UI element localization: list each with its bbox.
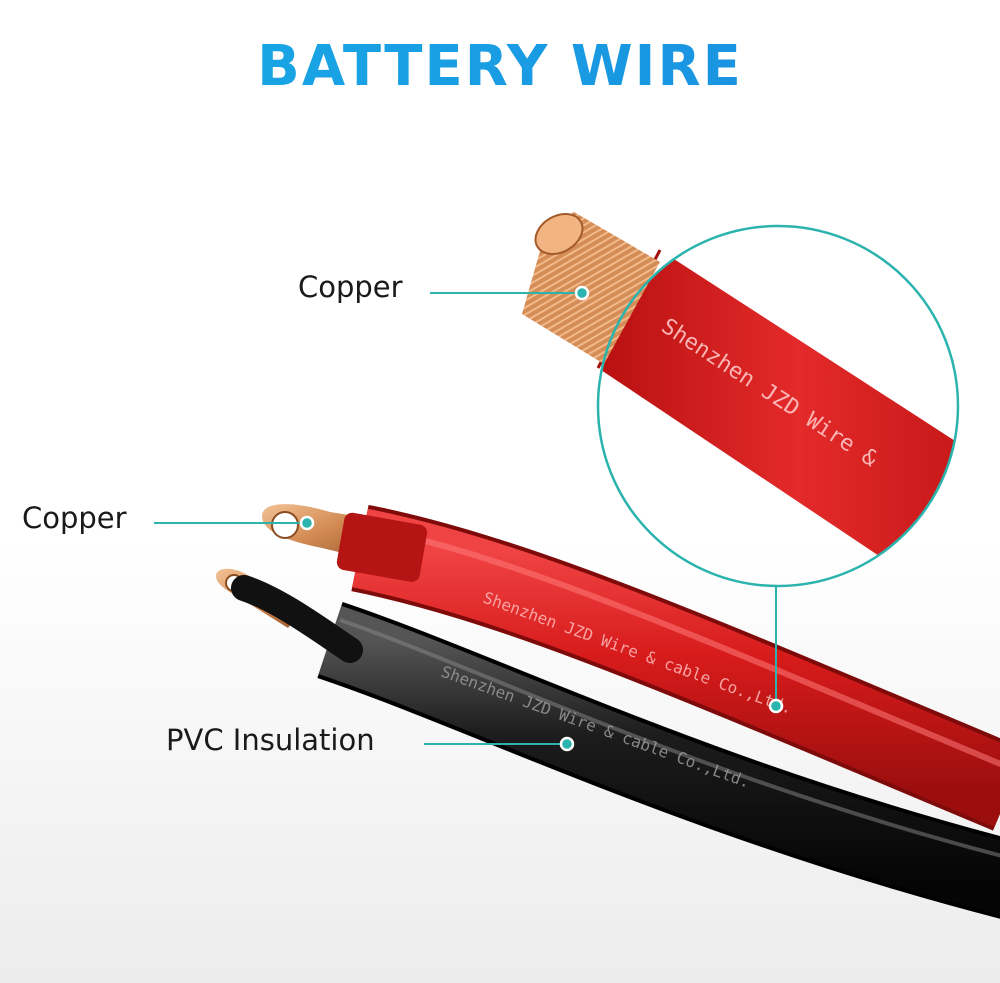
callout-label-pvc: PVC Insulation xyxy=(166,723,375,757)
callout-dot-copper-top xyxy=(574,285,590,301)
zoom-circle xyxy=(596,224,960,588)
black-cable-lug xyxy=(216,568,363,663)
callout-dot-pvc xyxy=(559,736,575,752)
callout-label-copper-left: Copper xyxy=(22,501,127,535)
callout-dot-zoom xyxy=(768,698,784,714)
page-title: BATTERY WIRE xyxy=(0,34,1000,99)
callout-dot-copper-left xyxy=(299,515,315,531)
black-cable xyxy=(317,602,1000,919)
red-cable-lug xyxy=(262,504,428,582)
callout-label-copper-top: Copper xyxy=(298,270,403,304)
red-cable xyxy=(351,504,1000,831)
callout-lines xyxy=(154,292,777,745)
callout-dots xyxy=(299,285,784,752)
zoomed-cable-end: Shenzhen JZD Wire & xyxy=(522,212,958,586)
